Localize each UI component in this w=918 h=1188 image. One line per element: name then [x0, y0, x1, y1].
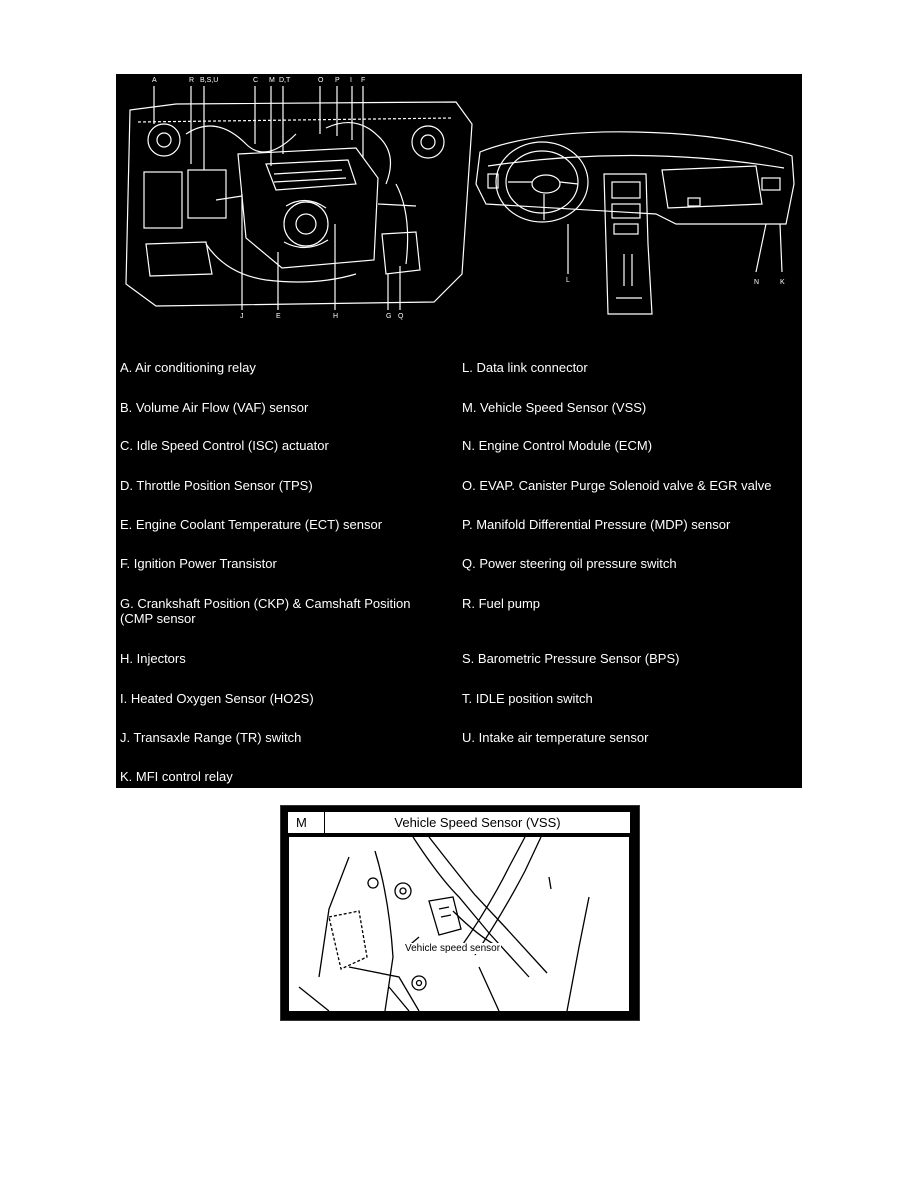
legend-item-l: L. Data link connector	[462, 360, 588, 375]
legend-item-j: J. Transaxle Range (TR) switch	[120, 730, 302, 745]
legend-item-h: H. Injectors	[120, 651, 186, 666]
callout-label: E	[276, 313, 281, 320]
legend-item-p: P. Manifold Differential Pressure (MDP) …	[462, 517, 731, 532]
legend-item-e: E. Engine Coolant Temperature (ECT) sens…	[120, 517, 383, 532]
legend-item-c: C. Idle Speed Control (ISC) actuator	[120, 438, 329, 453]
callout-label: L	[566, 277, 570, 284]
detail-title: Vehicle Speed Sensor (VSS)	[394, 815, 561, 830]
callout-label: N	[754, 279, 759, 286]
detail-letter: M	[288, 812, 325, 833]
callout-label: B,S,U	[200, 77, 218, 84]
callout-label: A	[152, 77, 157, 84]
callout-label: O	[318, 77, 324, 84]
legend-item-a: A. Air conditioning relay	[120, 360, 256, 375]
legend-item-s: S. Barometric Pressure Sensor (BPS)	[462, 651, 680, 666]
detail-header: M Vehicle Speed Sensor (VSS)	[287, 811, 631, 834]
callout-label: D,T	[279, 77, 291, 84]
callout-label: I	[350, 77, 352, 84]
vehicle-speed-sensor-drawing	[298, 837, 590, 1011]
legend: A. Air conditioning relay B. Volume Air …	[116, 74, 802, 788]
legend-item-d: D. Throttle Position Sensor (TPS)	[120, 478, 313, 493]
callout-label: F	[361, 77, 365, 84]
callout-label: M	[269, 77, 275, 84]
legend-item-u: U. Intake air temperature sensor	[462, 730, 649, 745]
callout-label: G	[386, 313, 391, 320]
callout-label: R	[189, 77, 194, 84]
detail-photo: Vehicle speed sensor	[289, 837, 629, 1011]
callout-label: C	[253, 77, 258, 84]
legend-item-q: Q. Power steering oil pressure switch	[462, 556, 677, 571]
legend-item-r: R. Fuel pump	[462, 596, 541, 611]
callout-label: H	[333, 313, 338, 320]
legend-item-n: N. Engine Control Module (ECM)	[462, 438, 653, 453]
callout-label: K	[780, 279, 785, 286]
detail-figure: M Vehicle Speed Sensor (VSS)	[280, 805, 640, 1021]
legend-item-b: B. Volume Air Flow (VAF) sensor	[120, 400, 309, 415]
legend-item-o: O. EVAP. Canister Purge Solenoid valve &…	[462, 478, 772, 493]
callout-label: Q	[398, 313, 404, 320]
callout-label: P	[335, 77, 340, 84]
callout-label: J	[240, 313, 244, 320]
legend-item-f: F. Ignition Power Transistor	[120, 556, 277, 571]
legend-item-m: M. Vehicle Speed Sensor (VSS)	[462, 400, 647, 415]
legend-item-i: I. Heated Oxygen Sensor (HO2S)	[120, 691, 314, 706]
vehicle-speed-sensor-label: Vehicle speed sensor	[404, 943, 502, 954]
legend-item-k: K. MFI control relay	[120, 769, 233, 784]
legend-item-t: T. IDLE position switch	[462, 691, 593, 706]
legend-item-g: G. Crankshaft Position (CKP) & Camshaft …	[120, 596, 411, 626]
